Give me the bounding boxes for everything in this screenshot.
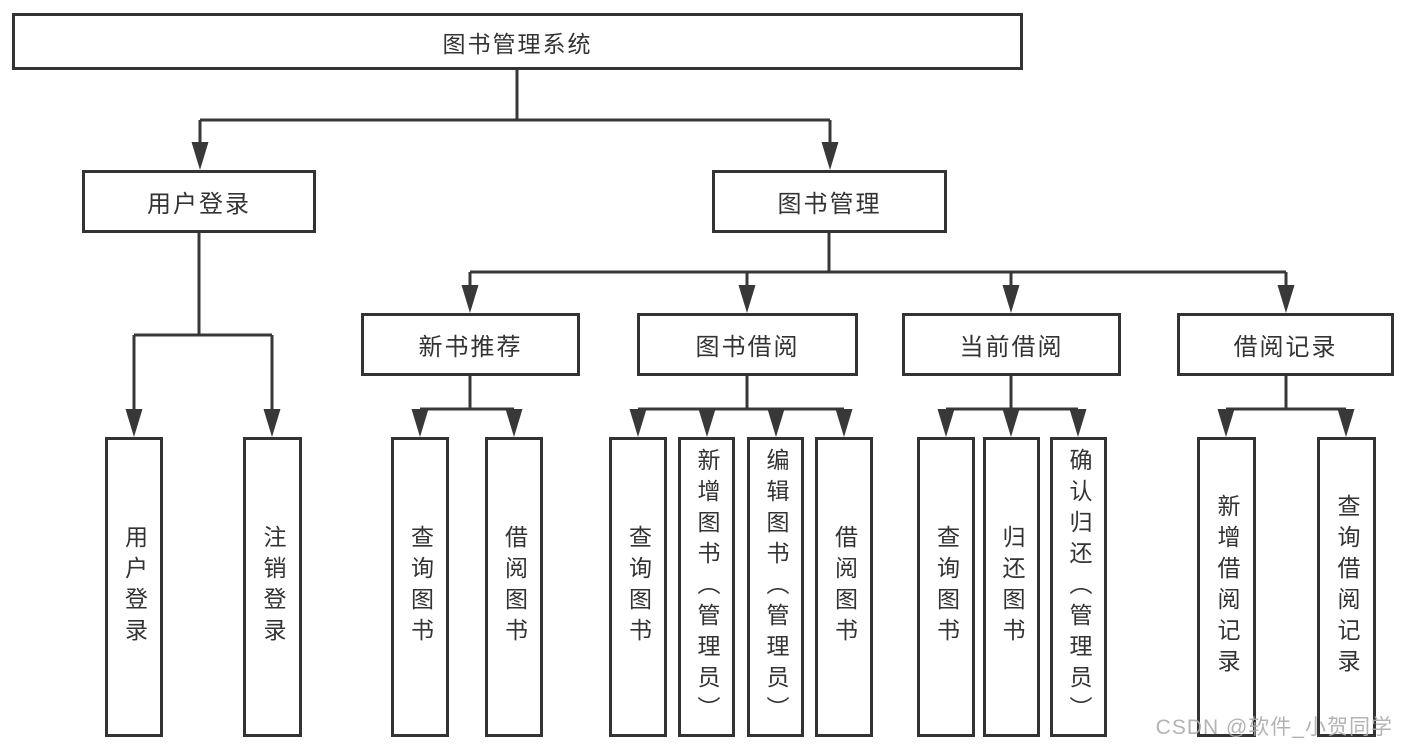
csdn-watermark: CSDN @软件_小贺同学	[1155, 716, 1393, 739]
node-label: 查询图书	[407, 525, 434, 649]
node-label: 借阅图书	[831, 525, 858, 649]
node-label: 归还图书	[999, 525, 1025, 649]
node-label: 查询图书	[933, 525, 960, 649]
node-leaf-user-login: 用户登录	[105, 437, 163, 737]
node-br-query-record: 查询借阅记录	[1317, 437, 1376, 737]
node-label: 新增图书（管理员）	[694, 447, 720, 727]
node-user-login: 用户登录	[82, 170, 316, 233]
node-nbr-borrow-books: 借阅图书	[485, 437, 543, 737]
node-nbr-query-books: 查询图书	[391, 437, 449, 737]
node-leaf-logout: 注销登录	[243, 437, 302, 737]
node-current-borrowing: 当前借阅	[902, 313, 1121, 376]
node-label: 查询借阅记录	[1334, 494, 1360, 680]
node-cb-return-books: 归还图书	[983, 437, 1040, 737]
node-label: 查询图书	[625, 525, 652, 649]
node-bb-add-books-admin: 新增图书（管理员）	[678, 437, 735, 737]
node-library-system: 图书管理系统	[12, 13, 1023, 70]
node-book-management: 图书管理	[712, 170, 947, 233]
node-label: 注销登录	[260, 525, 286, 649]
node-label: 借阅图书	[501, 525, 528, 649]
node-label: 确认归还（管理员）	[1066, 447, 1092, 727]
node-label: 编辑图书（管理员）	[763, 447, 789, 727]
node-borrowing-records: 借阅记录	[1177, 313, 1394, 376]
node-label: 新增借阅记录	[1214, 494, 1240, 680]
node-bb-edit-books-admin: 编辑图书（管理员）	[747, 437, 804, 737]
node-book-borrowing: 图书借阅	[637, 313, 858, 376]
node-cb-confirm-return-admin: 确认归还（管理员）	[1050, 437, 1107, 737]
node-new-book-recommend: 新书推荐	[361, 313, 580, 376]
node-cb-query-books: 查询图书	[917, 437, 975, 737]
node-br-add-record: 新增借阅记录	[1197, 437, 1256, 737]
node-bb-borrow-books: 借阅图书	[815, 437, 873, 737]
node-bb-query-books: 查询图书	[609, 437, 667, 737]
node-label: 用户登录	[121, 525, 148, 649]
